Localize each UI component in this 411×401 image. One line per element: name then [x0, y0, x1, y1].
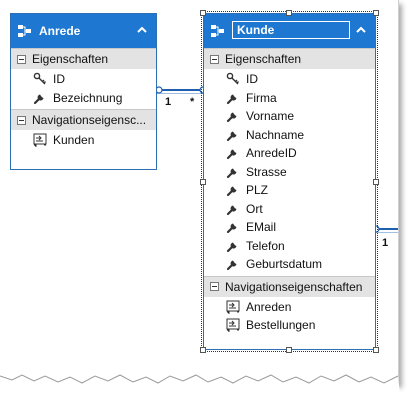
- wrench-icon: [226, 146, 240, 160]
- property-geburtsdatum[interactable]: Geburtsdatum: [204, 255, 375, 274]
- wrench-icon: [33, 91, 47, 105]
- property-telefon[interactable]: Telefon: [204, 237, 375, 256]
- row-label: Bezeichnung: [53, 90, 123, 105]
- entity-anrede-title: Anrede: [39, 24, 81, 38]
- row-label: Telefon: [246, 238, 285, 253]
- torn-edge: [0, 374, 400, 394]
- property-bezeichnung[interactable]: Bezeichnung: [11, 89, 156, 108]
- section-properties-header[interactable]: Eigenschaften: [11, 48, 156, 69]
- entity-type-icon: [18, 25, 31, 37]
- wrench-icon: [226, 91, 240, 105]
- navigation-property-icon: [226, 300, 240, 314]
- entity-anrede-header[interactable]: Anrede: [11, 14, 156, 48]
- section-navigation-header[interactable]: Navigationseigensc...: [11, 109, 156, 130]
- resize-handle-top-right[interactable]: [373, 10, 379, 16]
- chevron-up-icon[interactable]: [136, 24, 148, 36]
- wrench-icon: [226, 109, 240, 123]
- collapse-toggle-icon[interactable]: [210, 54, 219, 64]
- row-label: ID: [53, 72, 65, 87]
- collapse-toggle-icon[interactable]: [17, 54, 26, 64]
- row-label: Nachname: [246, 127, 305, 142]
- wrench-icon: [226, 239, 240, 253]
- row-label: Geburtsdatum: [246, 257, 323, 272]
- row-label: Ort: [246, 201, 263, 216]
- property-strasse[interactable]: Strasse: [204, 163, 375, 182]
- section-navigation-label: Navigationseigenschaften: [225, 279, 363, 294]
- section-properties-label: Eigenschaften: [225, 52, 302, 66]
- section-properties-label: Eigenschaften: [32, 52, 109, 66]
- chevron-up-icon[interactable]: [355, 24, 367, 36]
- resize-handle-bottom[interactable]: [286, 347, 292, 353]
- wrench-icon: [226, 165, 240, 179]
- entity-kunde-title-editor[interactable]: Kunde: [232, 21, 350, 39]
- association-line-kunde-bestellungen-shadow: [376, 232, 398, 233]
- resize-handle-top-left[interactable]: [200, 10, 206, 16]
- multiplicity-bestellungen-end: 1: [382, 237, 389, 249]
- property-ort[interactable]: Ort: [204, 200, 375, 219]
- resize-handle-top[interactable]: [286, 10, 292, 16]
- wrench-icon: [226, 220, 240, 234]
- resize-handle-bottom-right[interactable]: [373, 347, 379, 353]
- property-anredeid[interactable]: AnredeID: [204, 144, 375, 163]
- navigation-property-icon: [33, 133, 47, 148]
- property-vorname[interactable]: Vorname: [204, 107, 375, 126]
- navigation-property-anreden[interactable]: Anreden: [204, 298, 375, 317]
- navigation-property-kunden[interactable]: Kunden: [11, 131, 156, 150]
- row-label: PLZ: [246, 183, 269, 198]
- resize-handle-right[interactable]: [373, 179, 379, 185]
- row-label: EMail: [246, 220, 277, 235]
- property-nachname[interactable]: Nachname: [204, 126, 375, 145]
- row-label: Kunden: [53, 133, 95, 148]
- multiplicity-anrede-end: 1: [165, 96, 172, 108]
- row-label: Strasse: [246, 164, 287, 179]
- row-label: Anreden: [246, 299, 292, 314]
- row-label: AnredeID: [246, 146, 297, 161]
- row-label: Bestellungen: [246, 318, 316, 333]
- property-plz[interactable]: PLZ: [204, 181, 375, 200]
- entity-type-icon: [211, 25, 224, 37]
- association-line-anrede-kunde-shadow: [157, 93, 205, 94]
- collapse-toggle-icon[interactable]: [17, 115, 26, 125]
- wrench-icon: [226, 183, 240, 197]
- navigation-property-icon: [226, 318, 240, 333]
- property-firma[interactable]: Firma: [204, 89, 375, 108]
- row-label: Firma: [246, 90, 277, 105]
- entity-anrede[interactable]: Anrede Eigenschaften ID Bezeichnung Navig…: [10, 13, 157, 170]
- wrench-icon: [226, 202, 240, 216]
- property-id[interactable]: ID: [11, 70, 156, 89]
- resize-handle-bottom-left[interactable]: [200, 347, 206, 353]
- section-navigation-label: Navigationseigensc...: [32, 113, 147, 127]
- wrench-icon: [226, 128, 240, 142]
- multiplicity-kunde-end: *: [190, 96, 195, 108]
- association-line-kunde-bestellungen[interactable]: [376, 228, 398, 230]
- section-properties-header[interactable]: Eigenschaften: [204, 48, 375, 69]
- row-label: ID: [246, 72, 258, 87]
- key-wrench-icon: [33, 72, 47, 86]
- key-wrench-icon: [226, 72, 240, 86]
- collapse-toggle-icon[interactable]: [210, 282, 219, 291]
- property-email[interactable]: EMail: [204, 218, 375, 237]
- row-label: Vorname: [246, 109, 295, 124]
- association-line-anrede-kunde[interactable]: [157, 89, 205, 91]
- entity-kunde-title: Kunde: [237, 23, 275, 37]
- navigation-property-bestellungen[interactable]: Bestellungen: [204, 316, 375, 335]
- property-id[interactable]: ID: [204, 70, 375, 89]
- entity-kunde-header[interactable]: Kunde: [204, 14, 375, 48]
- section-navigation-header[interactable]: Navigationseigenschaften: [204, 275, 375, 297]
- wrench-icon: [226, 257, 240, 271]
- resize-handle-left[interactable]: [200, 179, 206, 185]
